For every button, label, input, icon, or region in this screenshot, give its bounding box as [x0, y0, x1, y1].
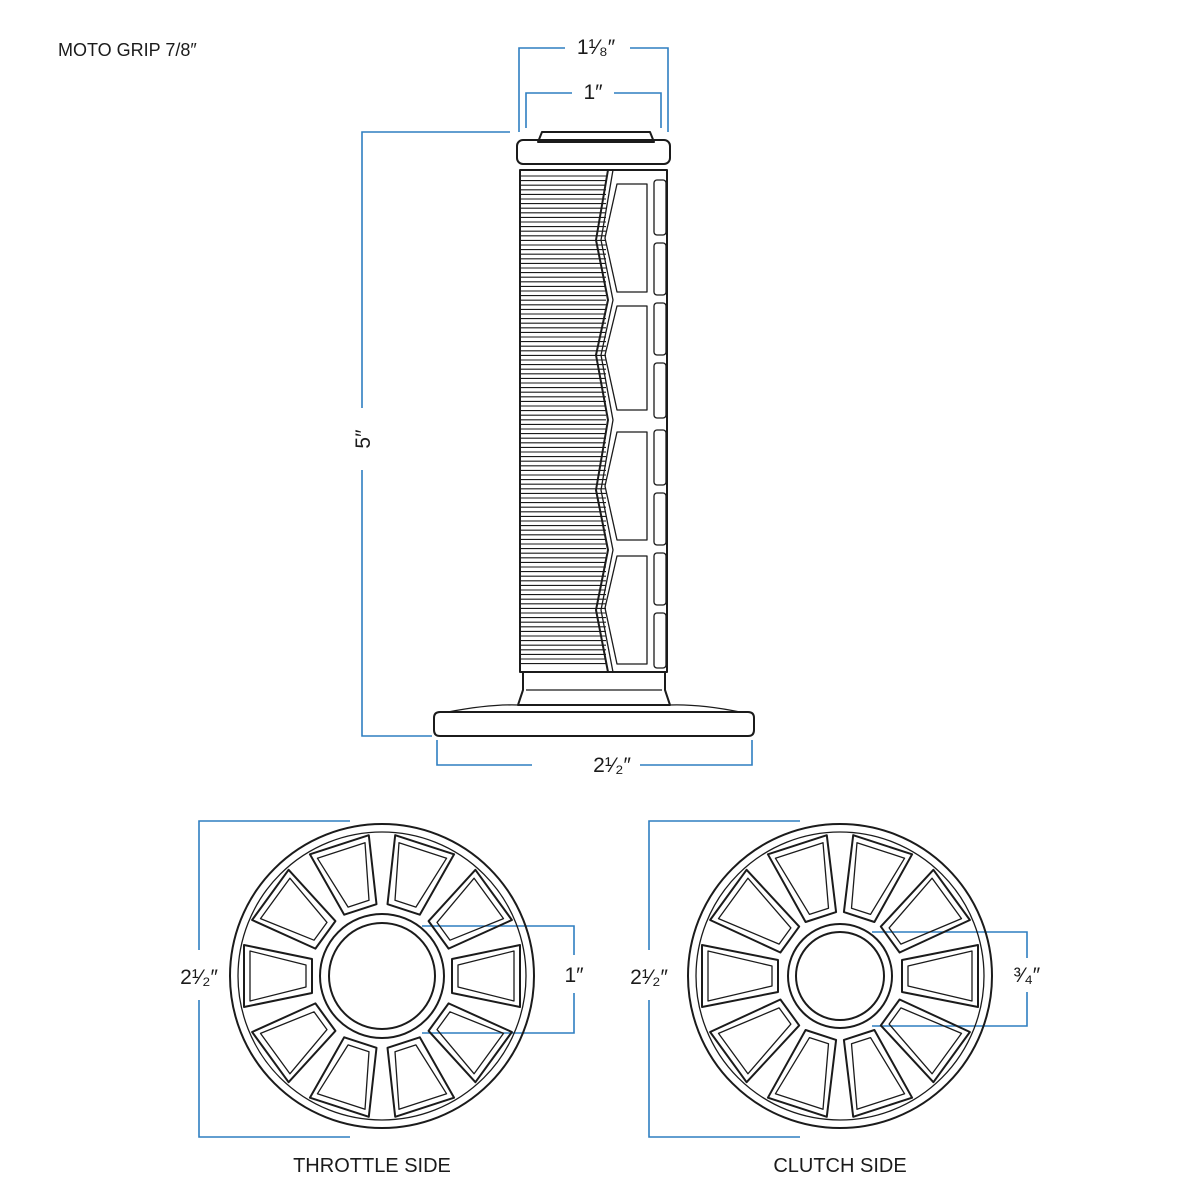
end-pad [707, 950, 773, 1002]
clutch-outer-ring [687, 823, 993, 1129]
grip-pad [604, 555, 648, 665]
grip-pads [604, 183, 648, 665]
end-pad [427, 1002, 513, 1084]
end-pad [427, 868, 513, 950]
end-pad [717, 1007, 792, 1075]
end-pad [879, 998, 971, 1084]
end-pad [850, 1036, 906, 1110]
end-pad [394, 1044, 448, 1110]
end-pad [842, 834, 914, 923]
end-pad [394, 842, 448, 908]
end-pad [879, 868, 971, 954]
clutch-bore-dimension: ³⁄₄″ [872, 931, 1041, 1027]
clutch-outer-ring-inner [695, 831, 985, 1121]
side-slot [653, 179, 667, 236]
throttle-bore-dimension: 1″ [422, 925, 584, 1034]
outer-width-label: 1¹⁄₈″ [577, 36, 616, 59]
side-slot [653, 492, 667, 546]
end-pad [259, 877, 328, 941]
grip-pad [604, 305, 648, 411]
inner-width-dimension: 1″ [525, 81, 662, 128]
end-pad [717, 877, 792, 945]
end-pad [901, 944, 979, 1008]
end-pad [243, 944, 313, 1008]
end-pad [436, 877, 505, 941]
diagram-title: MOTO GRIP 7/8″ [58, 40, 197, 60]
throttle-end-view: 2¹⁄₂″ 1″ THROTTLE SIDE [180, 820, 584, 1177]
end-pad [888, 1007, 963, 1075]
end-pad [888, 877, 963, 945]
grip-side-view: 1¹⁄₈″ 1″ 5″ 2¹⁄₂″ [352, 36, 755, 777]
throttle-hub [319, 913, 445, 1039]
end-pad [451, 944, 521, 1008]
throttle-outer-ring-inner [237, 831, 527, 1121]
grip-cap-ring [516, 139, 671, 165]
grip-ribs [521, 175, 606, 665]
end-pad [850, 842, 906, 916]
side-slot [653, 242, 667, 296]
clutch-caption: CLUTCH SIDE [773, 1155, 906, 1177]
end-pad [766, 1029, 838, 1118]
throttle-outer-ring [229, 823, 535, 1129]
grip-flange [433, 711, 755, 737]
chevron-divider [595, 169, 609, 673]
length-label: 5″ [352, 429, 375, 449]
end-pad [316, 1044, 370, 1110]
grip-end-cap [537, 131, 655, 143]
clutch-end-view: 2¹⁄₂″ ³⁄₄″ CLUTCH SIDE [630, 820, 1041, 1177]
side-slot [653, 429, 667, 486]
end-pad [386, 834, 456, 916]
throttle-bore [328, 922, 436, 1030]
side-slot [653, 302, 667, 356]
end-pad [457, 950, 515, 1002]
throttle-caption: THROTTLE SIDE [293, 1155, 451, 1177]
flange-label: 2¹⁄₂″ [593, 754, 631, 777]
throttle-outer-label: 2¹⁄₂″ [180, 966, 218, 989]
clutch-bore [795, 931, 885, 1021]
grip-neck [517, 672, 671, 706]
side-slot [653, 552, 667, 606]
end-pad [308, 1036, 378, 1118]
throttle-outer-dimension: 2¹⁄₂″ [180, 820, 350, 1138]
end-pad [386, 1036, 456, 1118]
end-pad [249, 950, 307, 1002]
inner-width-label: 1″ [583, 81, 603, 104]
end-pad [766, 834, 838, 923]
end-pad [251, 1002, 337, 1084]
clutch-hub [787, 923, 893, 1029]
end-pad [701, 944, 779, 1008]
side-slot [653, 612, 667, 669]
clutch-pads [701, 834, 979, 1118]
side-slot [653, 362, 667, 419]
end-pad [259, 1011, 328, 1075]
end-pad [436, 1011, 505, 1075]
clutch-outer-label: 2¹⁄₂″ [630, 966, 668, 989]
end-pad [251, 868, 337, 950]
end-pad [842, 1029, 914, 1118]
end-pad [774, 1036, 830, 1110]
grip-pad [604, 183, 648, 293]
flange-dimension: 2¹⁄₂″ [436, 740, 753, 777]
flange-top-edge [447, 704, 741, 713]
end-pad [907, 950, 973, 1002]
end-pad [316, 842, 370, 908]
end-pad [308, 834, 378, 916]
end-pad [709, 998, 801, 1084]
end-pad [709, 868, 801, 954]
throttle-bore-label: 1″ [564, 964, 584, 987]
clutch-bore-label: ³⁄₄″ [1014, 964, 1041, 987]
clutch-outer-dimension: 2¹⁄₂″ [630, 820, 800, 1138]
throttle-pads [243, 834, 521, 1118]
chevron-divider-inner [600, 169, 614, 673]
grip-pad [604, 431, 648, 541]
end-pad [774, 842, 830, 916]
grip-side-slots [653, 179, 667, 669]
grip-body [519, 169, 668, 673]
outer-width-dimension: 1¹⁄₈″ [518, 36, 669, 132]
length-dimension: 5″ [352, 131, 510, 737]
